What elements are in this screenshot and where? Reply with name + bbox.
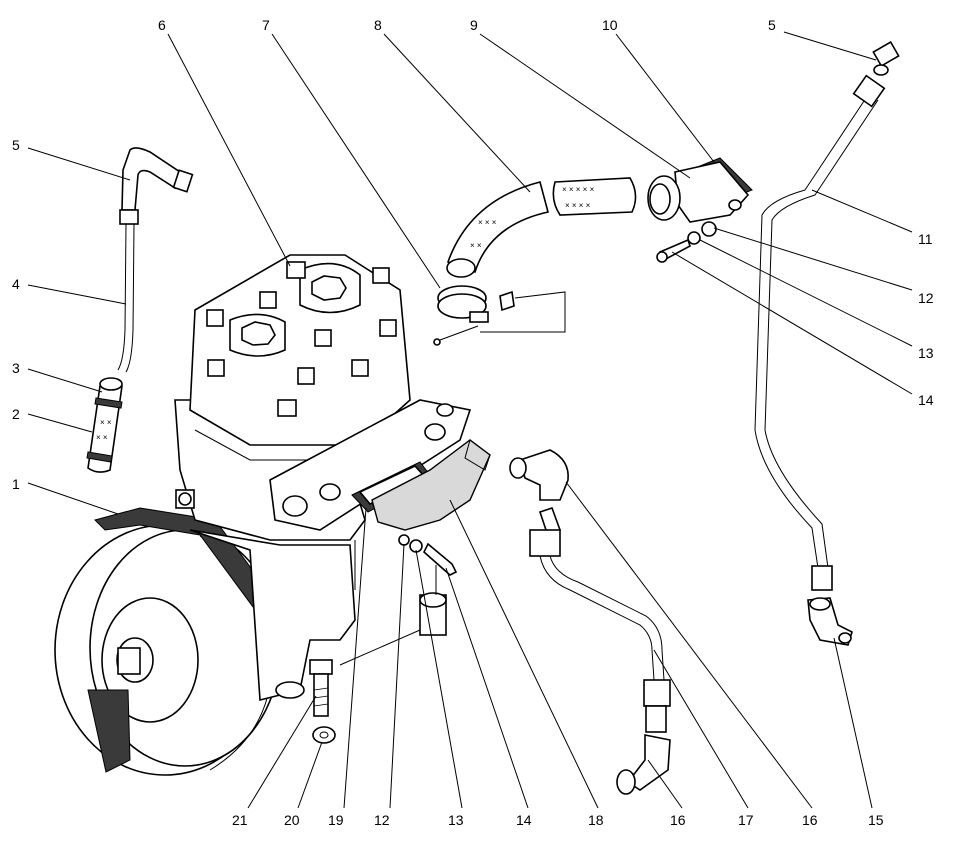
callout-9: 9	[470, 17, 478, 33]
callout-12-upper: 12	[918, 290, 934, 306]
upper-center-elbow	[509, 449, 569, 501]
callout-1: 1	[12, 476, 20, 492]
bolt-21	[309, 659, 333, 717]
upper-fasteners	[656, 221, 717, 263]
lower-right-elbow	[807, 597, 853, 646]
left-elbow-fitting	[119, 147, 194, 225]
callout-11: 11	[918, 231, 933, 247]
callout-17: 17	[738, 812, 754, 828]
svg-text:× ×: × ×	[96, 433, 108, 442]
lower-center-elbow	[616, 734, 671, 795]
callout-21: 21	[232, 812, 248, 828]
upper-right-fitting	[872, 40, 900, 76]
lower-fasteners	[398, 534, 458, 576]
center-tube	[529, 506, 671, 733]
svg-text:× × ×: × × ×	[478, 218, 497, 227]
callout-10: 10	[602, 17, 618, 33]
callout-15: 15	[868, 812, 884, 828]
intake-flange	[647, 157, 753, 223]
svg-text:× × × × ×: × × × × ×	[562, 185, 595, 194]
washer-20	[312, 726, 336, 744]
callout-12-lower: 12	[374, 812, 390, 828]
left-tube	[117, 223, 135, 373]
callout-16-upper: 16	[802, 812, 818, 828]
svg-text:× × × ×: × × × ×	[565, 201, 591, 210]
callout-18: 18	[588, 812, 604, 828]
callout-3: 3	[12, 360, 20, 376]
callout-13-lower: 13	[448, 812, 464, 828]
intake-hose-bent: × × × × ×	[446, 181, 549, 278]
svg-text:× ×: × ×	[100, 418, 112, 427]
leader-lines	[27, 31, 913, 809]
left-hose: × × × ×	[86, 377, 123, 473]
callout-5-left: 5	[12, 137, 20, 153]
svg-text:× ×: × ×	[470, 241, 482, 250]
callout-7: 7	[262, 17, 270, 33]
callout-19: 19	[328, 812, 344, 828]
callout-6: 6	[158, 17, 166, 33]
outlet-elbow	[371, 439, 491, 531]
cylinder-head	[175, 254, 411, 509]
callout-16-lower: 16	[670, 812, 686, 828]
head-bolts	[206, 261, 397, 417]
hose-clamp	[433, 285, 566, 346]
callout-numbers: 1 2 3 4 5 6 7 8 9 10 5 11 12 13 14 21 20…	[12, 17, 934, 828]
callout-13-upper: 13	[918, 345, 934, 361]
callout-2: 2	[12, 406, 20, 422]
callout-4: 4	[12, 276, 20, 292]
callout-5-right: 5	[768, 17, 776, 33]
callout-8: 8	[374, 17, 382, 33]
callout-14-lower: 14	[516, 812, 532, 828]
right-air-line	[754, 74, 886, 591]
callout-20: 20	[284, 812, 300, 828]
intake-hose-straight: × × × × × × × × ×	[552, 177, 637, 216]
callout-14-upper: 14	[918, 392, 934, 408]
valve-plate	[269, 399, 472, 531]
